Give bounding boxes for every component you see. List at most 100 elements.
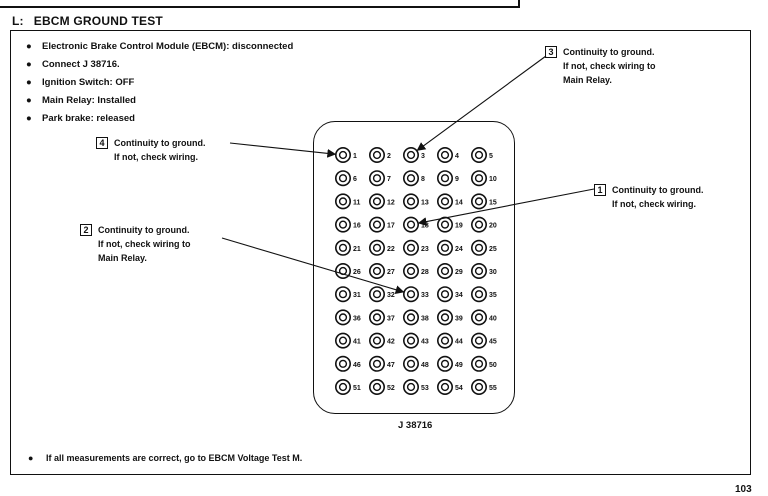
section-title: L:EBCM GROUND TEST <box>12 14 163 28</box>
pin-48: 48 <box>402 355 429 372</box>
pin-4: 4 <box>436 147 459 164</box>
footer-note: ●If all measurements are correct, go to … <box>28 453 303 463</box>
pin-12: 12 <box>368 193 395 210</box>
pin-number: 33 <box>421 292 429 299</box>
conditions-list: ●Electronic Brake Control Module (EBCM):… <box>26 38 293 128</box>
pin-9: 9 <box>436 170 459 187</box>
pin-15: 15 <box>470 193 497 210</box>
pin-24: 24 <box>436 239 463 256</box>
condition-item: ●Connect J 38716. <box>26 56 293 74</box>
pin-number: 28 <box>421 269 429 276</box>
pin-25: 25 <box>470 239 497 256</box>
note-number: 1 <box>594 184 606 196</box>
pin-35: 35 <box>470 286 497 303</box>
pin-13: 13 <box>402 193 429 210</box>
pin-number: 23 <box>421 246 429 253</box>
pin-number: 55 <box>489 385 497 392</box>
pin-number: 19 <box>455 223 463 230</box>
pin-number: 50 <box>489 362 497 369</box>
pin-number: 54 <box>455 385 463 392</box>
pin-number: 38 <box>421 315 429 322</box>
pin-27: 27 <box>368 262 395 279</box>
pin-39: 39 <box>436 309 463 326</box>
pin-7: 7 <box>368 170 391 187</box>
pin-36: 36 <box>334 309 361 326</box>
pin-number: 32 <box>387 292 395 299</box>
pin-number: 22 <box>387 246 395 253</box>
pin-44: 44 <box>436 332 463 349</box>
top-rule <box>0 0 520 8</box>
pin-55: 55 <box>470 378 497 395</box>
connector-body <box>313 121 515 414</box>
bullet-icon: ● <box>26 59 32 70</box>
pin-19: 19 <box>436 216 463 233</box>
section-code: L: <box>12 14 24 28</box>
pin-34: 34 <box>436 286 463 303</box>
pin-31: 31 <box>334 286 361 303</box>
pin-number: 39 <box>455 315 463 322</box>
pin-20: 20 <box>470 216 497 233</box>
leader-line-4 <box>229 142 337 158</box>
pin-22: 22 <box>368 239 395 256</box>
test-frame <box>10 30 751 475</box>
condition-item: ●Electronic Brake Control Module (EBCM):… <box>26 38 293 56</box>
pin-14: 14 <box>436 193 463 210</box>
pin-number: 42 <box>387 339 395 346</box>
pin-number: 37 <box>387 315 395 322</box>
pin-30: 30 <box>470 262 497 279</box>
pin-number: 51 <box>353 385 361 392</box>
pin-18: 18 <box>402 216 429 233</box>
pin-40: 40 <box>470 309 497 326</box>
pin-number: 53 <box>421 385 429 392</box>
pin-21: 21 <box>334 239 361 256</box>
pin-51: 51 <box>334 378 361 395</box>
leader-line-2 <box>221 237 405 294</box>
pin-number: 52 <box>387 385 395 392</box>
pin-number: 7 <box>387 176 391 183</box>
pin-number: 24 <box>455 246 463 253</box>
note-number: 2 <box>80 224 92 236</box>
pin-number: 21 <box>353 246 361 253</box>
pin-11: 11 <box>334 193 361 210</box>
leader-line-1 <box>417 188 595 226</box>
pin-16: 16 <box>334 216 361 233</box>
pin-number: 10 <box>489 176 497 183</box>
pin-number: 18 <box>421 223 429 230</box>
pin-number: 34 <box>455 292 463 299</box>
leader-line-3 <box>416 55 547 151</box>
pin-number: 15 <box>489 199 497 206</box>
pin-28: 28 <box>402 262 429 279</box>
pin-number: 36 <box>353 315 361 322</box>
pin-number: 5 <box>489 153 493 160</box>
pin-number: 20 <box>489 223 497 230</box>
pin-number: 12 <box>387 199 395 206</box>
pin-47: 47 <box>368 355 395 372</box>
note-number: 3 <box>545 46 557 58</box>
pin-3: 3 <box>402 147 425 164</box>
bullet-icon: ● <box>26 113 32 124</box>
pin-38: 38 <box>402 309 429 326</box>
pin-number: 11 <box>353 199 361 206</box>
pin-number: 48 <box>421 362 429 369</box>
pin-number: 45 <box>489 339 497 346</box>
pin-number: 43 <box>421 339 429 346</box>
pin-number: 1 <box>353 153 357 160</box>
pin-10: 10 <box>470 170 497 187</box>
pin-number: 8 <box>421 176 425 183</box>
pin-number: 17 <box>387 223 395 230</box>
pin-number: 47 <box>387 362 395 369</box>
pin-number: 9 <box>455 176 459 183</box>
pin-number: 14 <box>455 199 463 206</box>
pin-number: 27 <box>387 269 395 276</box>
pin-number: 29 <box>455 269 463 276</box>
pin-number: 30 <box>489 269 497 276</box>
pin-32: 32 <box>368 286 395 303</box>
pin-number: 6 <box>353 176 357 183</box>
pin-1: 1 <box>334 147 357 164</box>
pin-43: 43 <box>402 332 429 349</box>
pin-number: 2 <box>387 153 391 160</box>
bullet-icon: ● <box>26 41 32 52</box>
